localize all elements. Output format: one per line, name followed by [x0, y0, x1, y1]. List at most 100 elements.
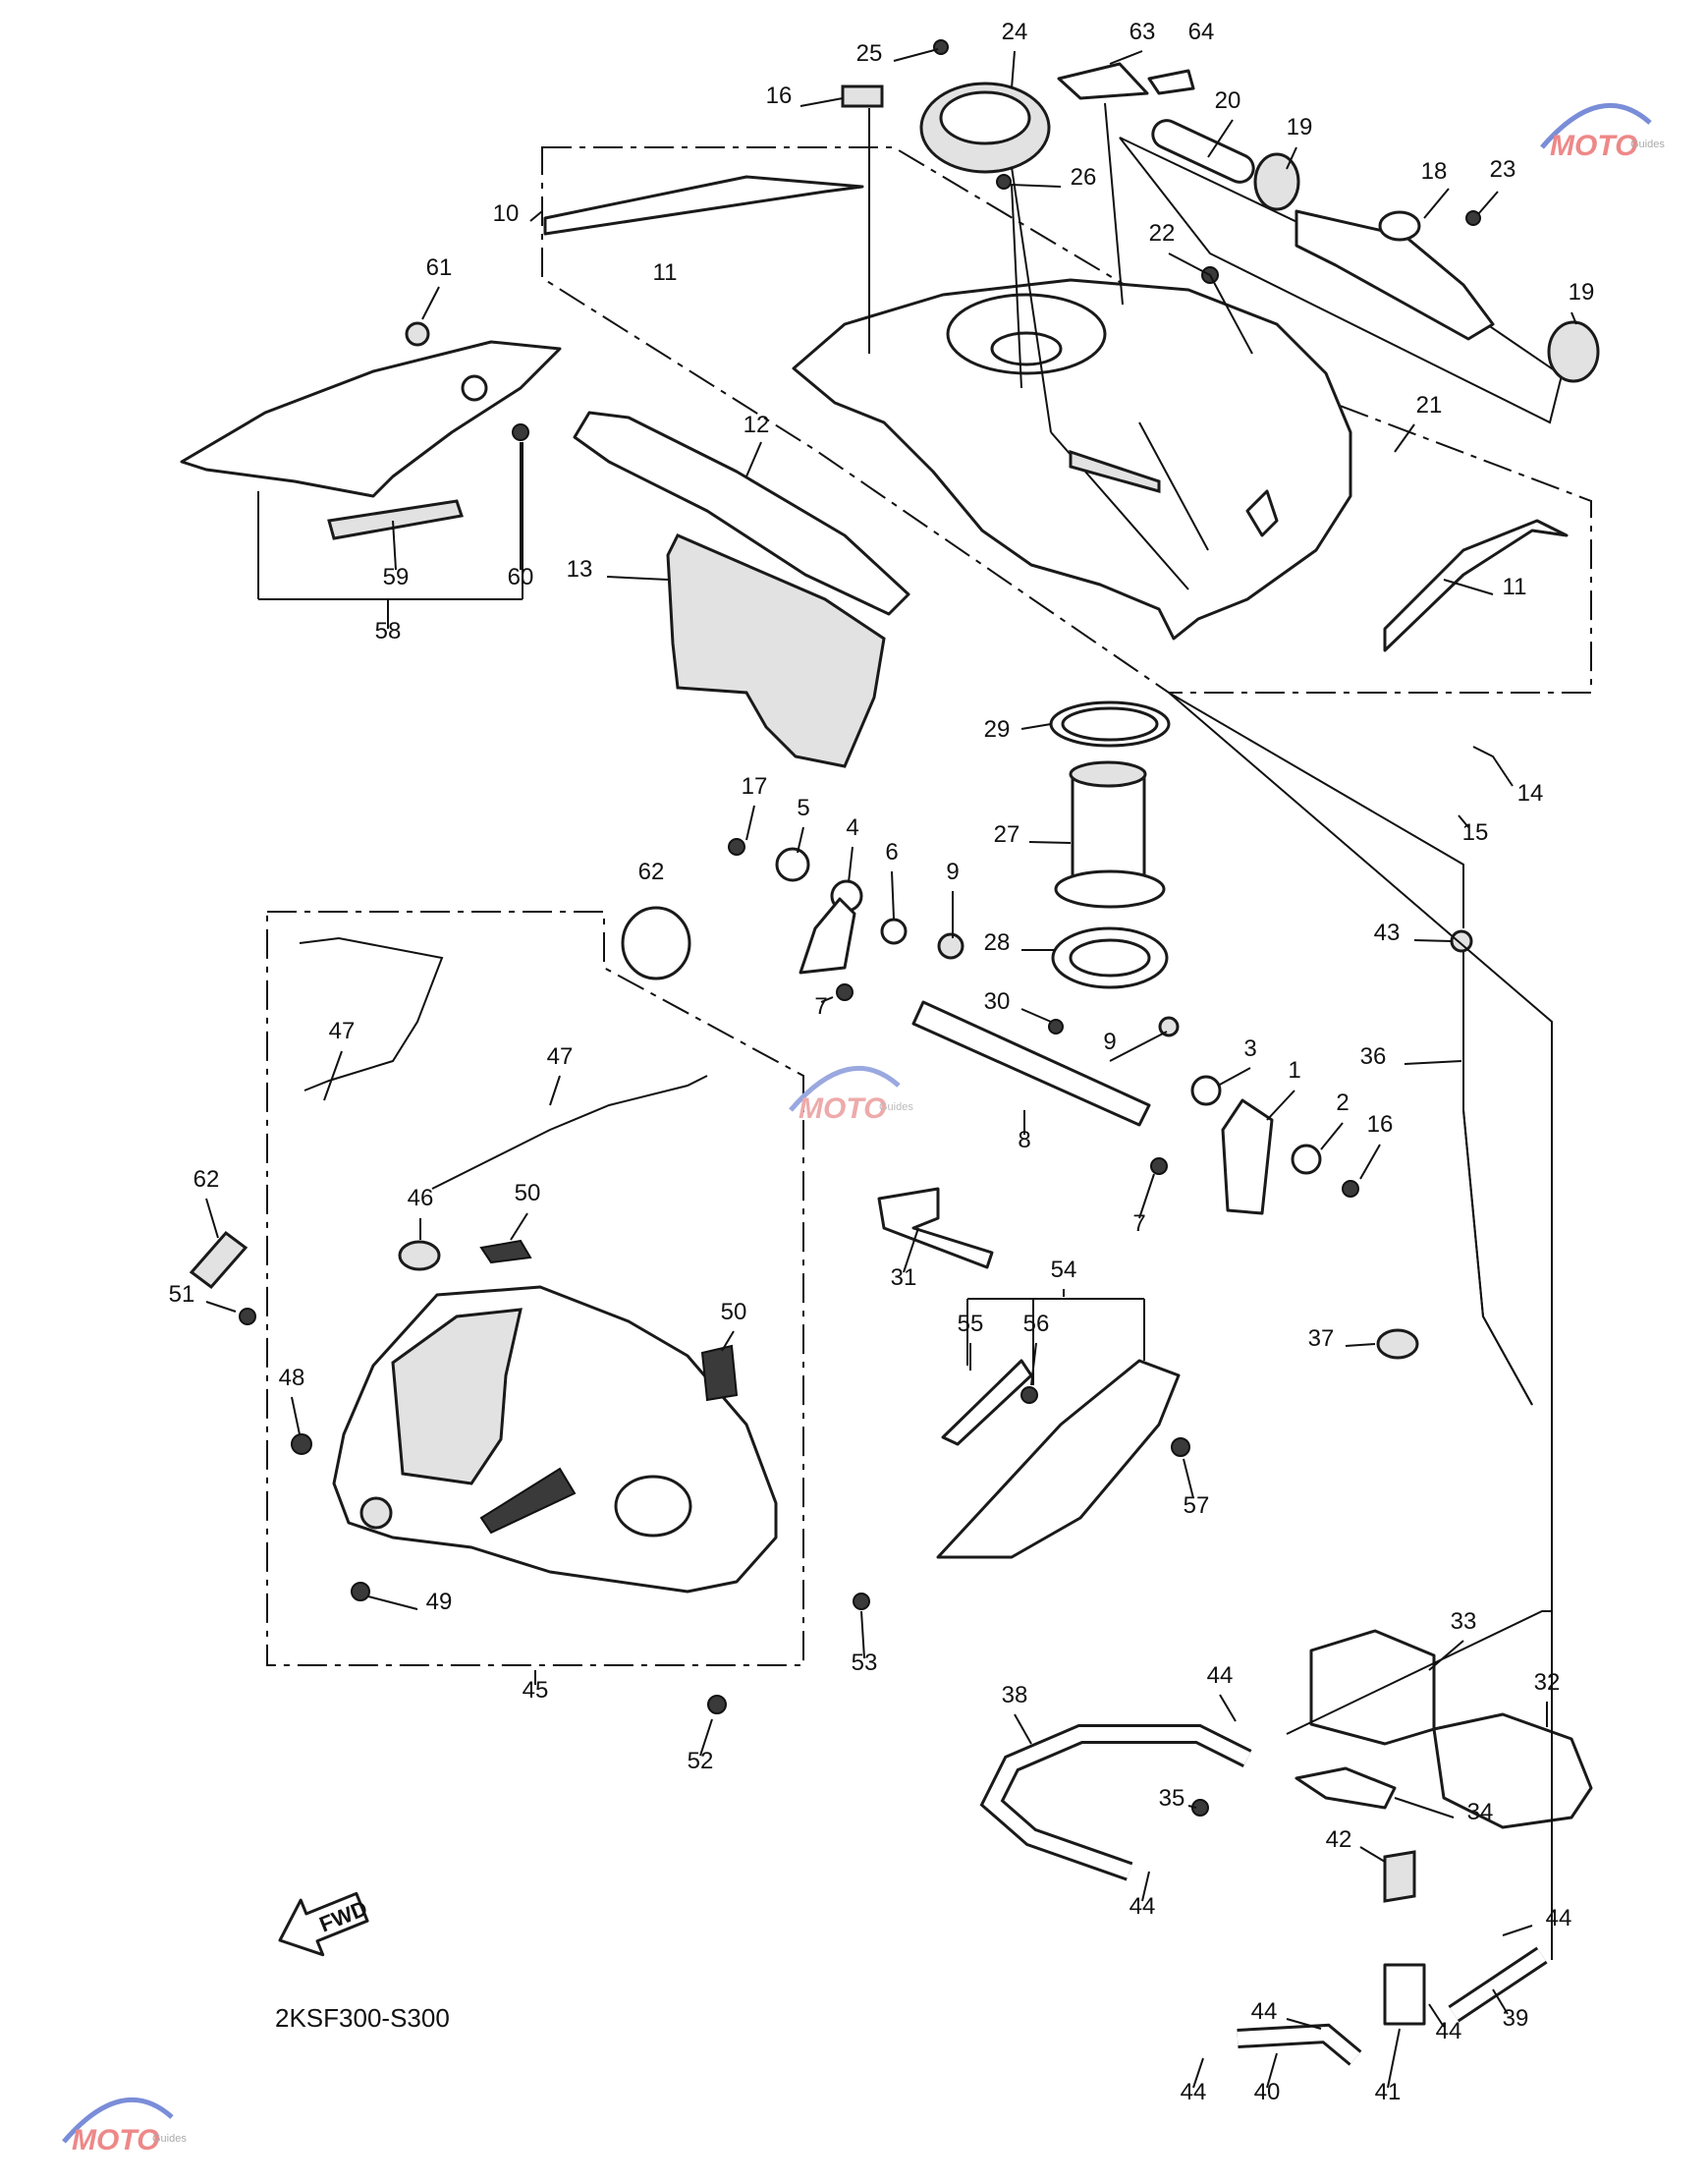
part-number-l49: 49: [426, 1589, 453, 1615]
watermark-logo: MOTO Guides: [62, 2097, 187, 2156]
part-number-l47a: 47: [329, 1018, 356, 1044]
assembly-boxes: [266, 146, 1592, 1666]
part-number-l9a: 9: [946, 859, 959, 885]
side-cover-58: [180, 321, 562, 540]
part-number-l29: 29: [984, 716, 1011, 743]
part-number-l36: 36: [1360, 1043, 1387, 1070]
part-number-l12: 12: [744, 412, 770, 438]
hoses-lower: [979, 1724, 1548, 2066]
part-number-l53: 53: [852, 1650, 878, 1676]
part-number-l14: 14: [1517, 780, 1544, 807]
part-number-l50a: 50: [515, 1180, 541, 1206]
part-number-l1: 1: [1288, 1057, 1300, 1084]
part-number-l43: 43: [1374, 920, 1401, 946]
part-number-l24: 24: [1002, 19, 1028, 45]
part-number-l11a: 11: [653, 259, 678, 286]
part-number-l44f: 44: [1181, 2079, 1207, 2105]
part-number-l32: 32: [1534, 1669, 1561, 1696]
part-number-l22: 22: [1149, 220, 1176, 247]
part-number-l62b: 62: [193, 1166, 220, 1193]
part-number-l52: 52: [688, 1748, 714, 1774]
part-number-l56: 56: [1023, 1311, 1050, 1337]
watermark-brand: MOTO: [799, 1092, 886, 1125]
part-number-l7b: 7: [1132, 1210, 1145, 1237]
hose-31: [877, 1187, 994, 1269]
part-number-l55: 55: [958, 1311, 984, 1337]
watermark-sub: Guides: [1630, 139, 1665, 150]
part-number-l2: 2: [1336, 1090, 1349, 1116]
part-number-l19a: 19: [1287, 114, 1313, 140]
part-number-l20: 20: [1215, 87, 1241, 114]
part-number-l45: 45: [523, 1677, 549, 1704]
part-number-l58: 58: [375, 618, 402, 644]
part-number-l46: 46: [408, 1185, 434, 1211]
part-number-l6: 6: [885, 839, 898, 866]
leader-lines: [205, 48, 1577, 2089]
part-number-l44d: 44: [1251, 1998, 1278, 2025]
part-number-l7a: 7: [814, 993, 827, 1020]
fwd-arrow: FWD: [278, 1891, 370, 1957]
watermark-logo: MOTO Guides: [789, 1065, 913, 1125]
part-number-l34: 34: [1467, 1799, 1494, 1825]
part-number-l62a: 62: [638, 859, 665, 885]
part-number-l57: 57: [1184, 1492, 1210, 1519]
part-number-l50b: 50: [721, 1299, 747, 1325]
part-number-l27: 27: [994, 821, 1020, 848]
part-number-l28: 28: [984, 929, 1011, 956]
part-number-l63: 63: [1129, 19, 1156, 45]
part-number-l44c: 44: [1546, 1905, 1572, 1931]
part-number-l54: 54: [1051, 1257, 1077, 1283]
part-number-l23: 23: [1490, 156, 1516, 183]
part-number-l19b: 19: [1569, 279, 1595, 306]
part-number-l11b: 11: [1503, 574, 1527, 600]
part-number-l47b: 47: [547, 1043, 574, 1070]
grommet-37: [1376, 1328, 1419, 1360]
part-number-l4: 4: [846, 814, 858, 841]
watermark-sub: Guides: [879, 1101, 913, 1113]
part-number-l15: 15: [1462, 819, 1489, 846]
part-number-l61: 61: [426, 254, 453, 281]
watermark-logo: MOTO Guides: [1540, 102, 1665, 162]
part-number-l64: 64: [1188, 19, 1215, 45]
part-number-l13: 13: [567, 556, 593, 583]
watermark-brand: MOTO: [72, 2124, 159, 2156]
part-number-l40: 40: [1254, 2079, 1281, 2105]
part-number-l16b: 16: [1367, 1111, 1394, 1138]
part-number-l8: 8: [1018, 1127, 1030, 1153]
part-number-l21: 21: [1416, 392, 1443, 419]
part-number-l48: 48: [279, 1365, 305, 1391]
part-number-l26: 26: [1071, 164, 1097, 191]
tank-strips: [543, 175, 1569, 652]
watermark-sub: Guides: [152, 2133, 187, 2145]
fuel-pump: [1048, 700, 1171, 1035]
hose-36: [1450, 929, 1533, 1406]
part-number-l16a: 16: [766, 83, 793, 109]
tank-bracket: [728, 838, 1359, 1215]
part-number-l10: 10: [493, 200, 520, 227]
tank-cover-45: [189, 906, 870, 1714]
part-number-l41: 41: [1375, 2079, 1402, 2105]
part-number-l60: 60: [508, 564, 534, 590]
part-number-l17: 17: [742, 773, 768, 800]
part-number-l51: 51: [169, 1281, 195, 1308]
part-number-l25: 25: [856, 40, 883, 67]
part-number-l39: 39: [1503, 2005, 1529, 2032]
part-number-l44a: 44: [1207, 1662, 1234, 1689]
part-number-l44e: 44: [1436, 2018, 1462, 2044]
part-number-l35: 35: [1159, 1785, 1185, 1812]
fuel-cap: [841, 39, 1051, 190]
part-number-l42: 42: [1326, 1826, 1352, 1853]
decals-63-64: [1057, 62, 1195, 100]
part-number-l30: 30: [984, 988, 1011, 1015]
part-number-l33: 33: [1451, 1608, 1477, 1635]
part-number-l38: 38: [1002, 1682, 1028, 1708]
part-number-l3: 3: [1243, 1035, 1256, 1062]
fuel-tank: [792, 278, 1352, 641]
diagram-code: 2KSF300-S300: [275, 2003, 450, 2033]
part-number-l18: 18: [1421, 158, 1448, 185]
watermark-brand: MOTO: [1550, 130, 1637, 162]
part-number-l37: 37: [1308, 1325, 1335, 1352]
part-number-l44b: 44: [1129, 1893, 1156, 1920]
